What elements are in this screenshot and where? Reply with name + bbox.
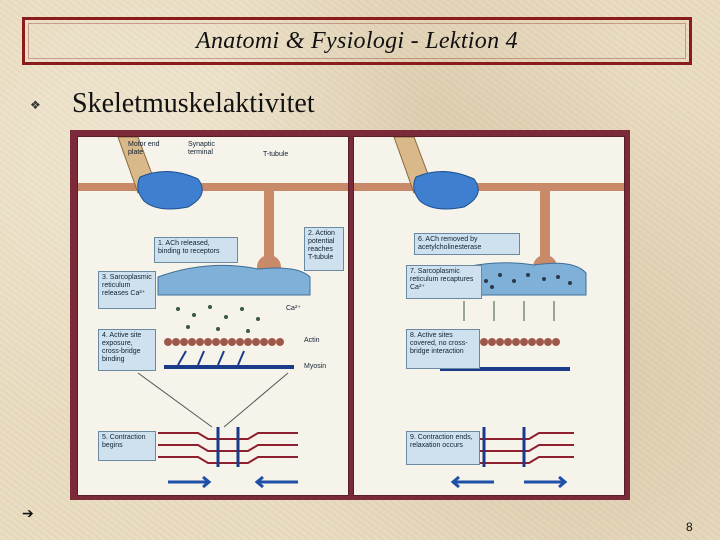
relaxation-arrow-left xyxy=(450,475,494,489)
label-myosin: Myosin xyxy=(304,363,327,370)
step-8-box: 8. Active sites covered, no cross-bridge… xyxy=(406,329,480,369)
sarcomere-z-lines xyxy=(482,427,526,467)
myosin-filament xyxy=(164,365,294,369)
step-5-box: 5. Contraction begins xyxy=(98,431,156,461)
end-plate xyxy=(137,171,203,210)
label-t-tubule: T-tubule xyxy=(263,151,289,158)
muscle-activity-figure: Motor end plate Synaptic terminal T-tubu… xyxy=(70,130,630,500)
step-3-box: 3. Sarcoplasmic reticulum releases Ca²⁺ xyxy=(98,271,156,309)
sarcolemma xyxy=(78,183,348,191)
slide-heading: Skeletmuskelaktivitet xyxy=(72,88,315,119)
step-6-box: 6. ACh removed by acetylcholinesterase xyxy=(414,233,520,255)
calcium-ions xyxy=(176,305,260,333)
actin-filament xyxy=(164,338,284,346)
t-tubule xyxy=(540,191,550,263)
t-tubule xyxy=(264,191,274,263)
nav-arrow-icon[interactable]: ➔ xyxy=(22,507,34,522)
sarcomere xyxy=(158,432,298,464)
relaxation-illustration xyxy=(354,136,624,489)
sarcoplasmic-reticulum xyxy=(157,264,311,296)
label-synaptic-terminal: Synaptic terminal xyxy=(188,141,215,156)
step-1-box: 1. ACh released, binding to receptors xyxy=(154,237,238,263)
title-frame: Anatomi & Fysiologi - Lektion 4 xyxy=(22,17,692,65)
cross-bridges xyxy=(177,350,245,366)
step-9-box: 9. Contraction ends, relaxation occurs xyxy=(406,431,480,465)
contraction-arrow-right xyxy=(254,475,298,489)
end-plate xyxy=(413,171,479,210)
relaxation-arrow-right xyxy=(524,475,568,489)
slide-title: Anatomi & Fysiologi - Lektion 4 xyxy=(196,27,518,54)
page-number: 8 xyxy=(686,520,693,534)
bullet-icon: ❖ xyxy=(30,98,41,112)
step-2-box: 2. Action potential reaches T-tubule xyxy=(304,227,344,271)
contraction-panel: Motor end plate Synaptic terminal T-tubu… xyxy=(77,136,349,496)
label-motor-end-plate: Motor end plate xyxy=(128,141,160,156)
label-ca: Ca²⁺ xyxy=(286,305,301,312)
relaxation-panel: 6. ACh removed by acetylcholinesterase 7… xyxy=(353,136,625,496)
step-4-box: 4. Active site exposure, cross-bridge bi… xyxy=(98,329,156,371)
step-7-box: 7. Sarcoplasmic reticulum recaptures Ca²… xyxy=(406,265,482,299)
myosin-filament xyxy=(440,367,570,371)
contraction-arrow-left xyxy=(168,475,212,489)
sarcomere-z-lines xyxy=(216,427,240,467)
ca-uptake-arrows xyxy=(463,301,555,321)
label-actin: Actin xyxy=(304,337,320,344)
contraction-illustration xyxy=(78,136,348,489)
sarcolemma xyxy=(354,183,624,191)
zoom-lines xyxy=(137,372,289,428)
